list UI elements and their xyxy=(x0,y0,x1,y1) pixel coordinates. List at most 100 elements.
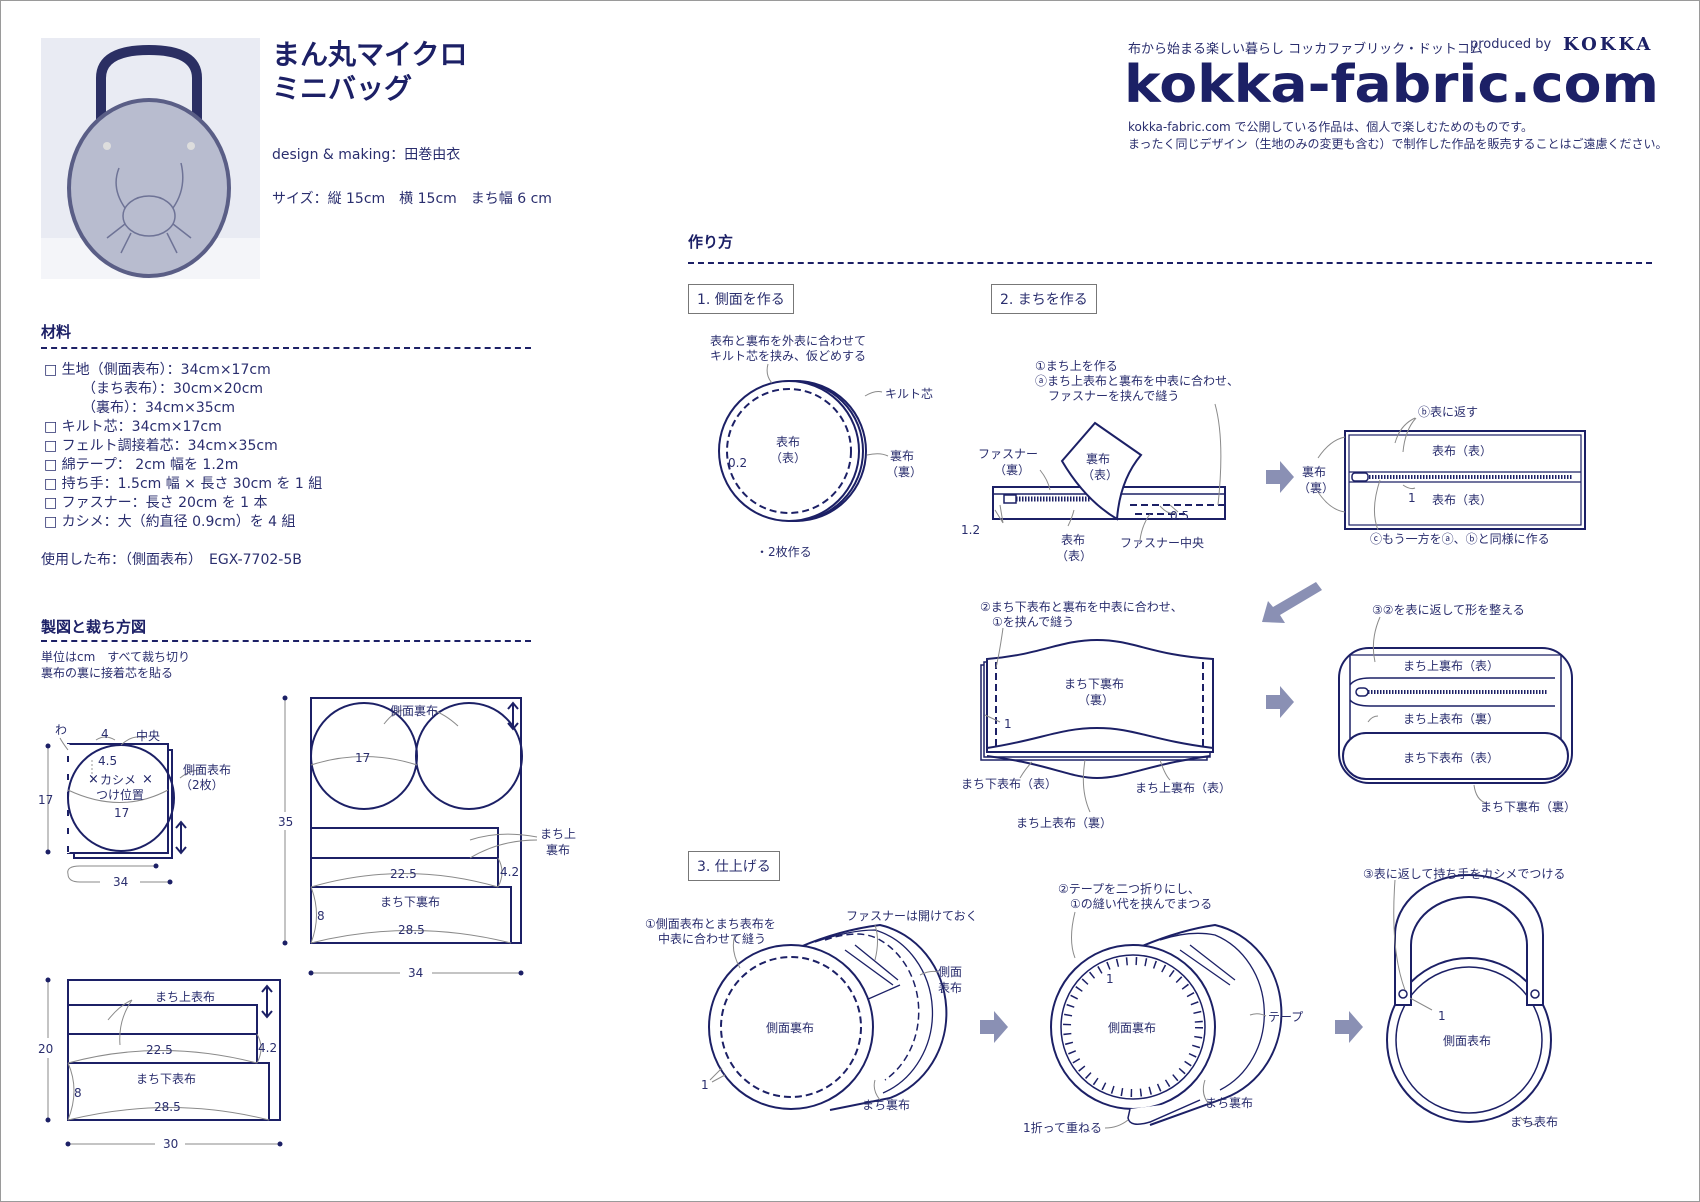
pattern-divider xyxy=(41,640,531,642)
step3-2-note-2: ①の縫い代を挟んでまつる xyxy=(1070,896,1212,911)
usage-notice-line1: kokka-fabric.com で公開している作品は、個人で楽しむためのもので… xyxy=(1128,120,1533,134)
step2-2-note-2: ①を挟んで縫う xyxy=(992,614,1074,629)
material-item: □ 持ち手：1.5cm 幅 × 長さ 30cm を 1 組 xyxy=(44,476,323,492)
margin-0-2: 0.2 xyxy=(728,456,747,470)
tape-label: テープ xyxy=(1268,1010,1303,1024)
pattern-lining: 側面裏布 17 22.5 4.2 まち下裏布 8 28.5 まち上 裏布 35 … xyxy=(278,695,576,980)
pattern-gusset-outer: まち上表布 22.5 4.2 まち下表布 8 28.5 20 30 xyxy=(38,977,283,1151)
dim-0-5: 0.5 xyxy=(1170,509,1189,523)
dim-34: 34 xyxy=(113,875,128,889)
usage-notice-line2: まったく同じデザイン（生地のみの変更も含む）で制作した作品を販売することはご遠慮… xyxy=(1128,137,1668,151)
dim-1: 1 xyxy=(1408,491,1416,505)
dim-35: 35 xyxy=(278,815,293,829)
upper-gusset-lining-label-2: 裏布 xyxy=(546,842,570,857)
site-logo[interactable]: kokka-fabric.com xyxy=(1120,58,1665,118)
kashime-mark-left: × xyxy=(88,772,99,787)
step2-a-note-2: ファスナーを挟んで縫う xyxy=(1048,388,1179,403)
step3-1-note-1: ①側面表布とまち表布を xyxy=(645,917,776,931)
step2-turned-zipper: ⓑ表に返す 表布（表） 表布（表） 裏布 （裏） 1 ⓒもう一方をⓐ、ⓑと同様に… xyxy=(1298,405,1586,546)
step2-a-note-1: ⓐまち上表布と裏布を中表に合わせ、 xyxy=(1035,373,1239,388)
side-lining-label: 側面裏布 xyxy=(1108,1020,1156,1035)
dim-8: 8 xyxy=(317,909,325,923)
material-item: □ 生地（側面表布）：34cm×17cm xyxy=(44,362,271,378)
dim-1: 1 xyxy=(1004,717,1012,731)
upper-gusset-lining-label-1: まち上 xyxy=(540,827,576,841)
gusset-lining-label: まち裏布 xyxy=(1205,1095,1253,1110)
fold-label: わ xyxy=(55,723,67,737)
side-outer-label: 側面表布 xyxy=(1443,1034,1491,1048)
product-size: サイズ：縦 15cm 横 15cm まち幅 6 cm xyxy=(272,191,552,207)
dim-1: 1 xyxy=(1438,1009,1446,1023)
dim-8: 8 xyxy=(74,1086,82,1100)
step2-shaped-gusset: ③②を表に返して形を整える まち上裏布（表） まち上表布（裏） まち下表布（表）… xyxy=(1338,602,1576,814)
dim-17: 17 xyxy=(355,751,370,765)
arrow-down-left-icon xyxy=(1262,582,1322,623)
dim-1: 1 xyxy=(1106,972,1114,986)
designer-credit: design & making：田巻由衣 xyxy=(272,147,461,163)
upper-gusset-lining-label: まち上裏布（表） xyxy=(1403,658,1499,673)
step3-2-note-1: ②テープを二つ折りにし、 xyxy=(1058,881,1200,896)
dim-20: 20 xyxy=(38,1042,53,1056)
arrow-right-icon xyxy=(1266,686,1294,718)
kashime-position-label: つけ位置 xyxy=(96,787,144,802)
dim-4-2: 4.2 xyxy=(258,1041,277,1055)
site-logo-text: kokka-fabric.com xyxy=(1124,58,1659,115)
bag-photo-illustration xyxy=(41,38,260,279)
step1-note-1: 表布と裏布を外表に合わせて xyxy=(710,333,866,348)
lining-side-label: （裏） xyxy=(1298,480,1334,495)
step3-sew-sides: ①側面表布とまち表布を 中表に合わせて縫う ファスナーは開けておく 側面 表布 … xyxy=(645,909,978,1112)
side-lining-label: 側面裏布 xyxy=(766,1020,814,1035)
step3-title: 3. 仕上げる xyxy=(688,851,780,881)
step3-1-note-2: 中表に合わせて縫う xyxy=(658,931,766,946)
step2-zipper-sewing: ①まち上を作る ⓐまち上表布と裏布を中表に合わせ、 ファスナーを挟んで縫う ファ… xyxy=(961,359,1239,563)
outer-side-label: （表） xyxy=(1056,549,1092,563)
used-fabric: 使用した布：（側面表布） EGX-7702-5B xyxy=(41,552,302,568)
product-title-line2: ミニバッグ xyxy=(272,72,413,105)
materials-heading: 材料 xyxy=(41,323,72,341)
product-photo xyxy=(41,38,260,279)
dim-30: 30 xyxy=(163,1137,178,1151)
dim-34: 34 xyxy=(408,966,423,980)
lining-label: 裏布 xyxy=(890,448,914,463)
kashime-mark-right: × xyxy=(142,772,153,787)
step2-1-title: ①まち上を作る xyxy=(1035,359,1118,373)
lining-label: 裏布 xyxy=(1302,464,1326,479)
materials-divider xyxy=(41,347,531,349)
lower-gusset-lining-label: まち下裏布 xyxy=(1064,676,1124,691)
product-title-line1: まん丸マイクロ xyxy=(272,38,468,71)
gusset-lining-label: まち裏布 xyxy=(862,1097,910,1112)
grain-arrow-icon xyxy=(507,701,519,731)
step2-c-note: ⓒもう一方をⓐ、ⓑと同様に作る xyxy=(1370,531,1550,546)
lower-gusset-outer-label: まち下表布 xyxy=(136,1072,196,1086)
lining-side-label: （裏） xyxy=(886,464,922,479)
step2-2-note-1: ②まち下表布と裏布を中表に合わせ、 xyxy=(980,599,1183,614)
lower-gusset-lining-label: まち下裏布（裏） xyxy=(1480,799,1576,814)
step1-diagram: 表布と裏布を外表に合わせて キルト芯を挟み、仮どめする キルト芯 裏布 （裏） … xyxy=(710,333,933,559)
gusset-outer-label: まち表布 xyxy=(1510,1115,1558,1129)
dim-4-2: 4.2 xyxy=(500,865,519,879)
brand-kokka: KOKKA xyxy=(1563,34,1654,55)
center-label: 中央 xyxy=(136,728,160,743)
produced-by: produced by xyxy=(1470,37,1552,52)
step3-finished-bag: ③表に返して持ち手をカシメでつける 1 側面表布 まち表布 xyxy=(1363,866,1565,1129)
side-outer-label-2: 表布 xyxy=(938,981,962,995)
dim-1: 1 xyxy=(701,1078,709,1092)
step1-note-2: キルト芯を挟み、仮どめする xyxy=(710,349,866,363)
dim-17-width: 17 xyxy=(114,806,129,820)
dim-4-5: 4.5 xyxy=(98,754,117,768)
pattern-note-2: 裏布の裏に接着芯を貼る xyxy=(41,666,174,680)
dim-4: 4 xyxy=(101,727,109,741)
step2-title: 2. まちを作る xyxy=(991,284,1097,314)
dim-22-5: 22.5 xyxy=(146,1043,173,1057)
lower-gusset-outer-label: まち下表布（表） xyxy=(1403,751,1499,765)
site-tagline: 布から始まる楽しい暮らし コッカファブリック・ドットコム xyxy=(1128,42,1483,57)
material-item: □ フェルト調接着芯：34cm×35cm xyxy=(44,438,278,454)
zipper-open-note: ファスナーは開けておく xyxy=(846,909,978,923)
fold-overlap-note: 1折って重ねる xyxy=(1023,1120,1102,1135)
side-outer-label: 側面表布 xyxy=(183,763,231,777)
side-outer-count: （2枚） xyxy=(180,777,224,792)
material-item: □ キルト芯：34cm×17cm xyxy=(44,419,222,435)
top-outer-label: 表布（表） xyxy=(1432,444,1492,458)
side-outer-label-1: 側面 xyxy=(938,965,962,979)
